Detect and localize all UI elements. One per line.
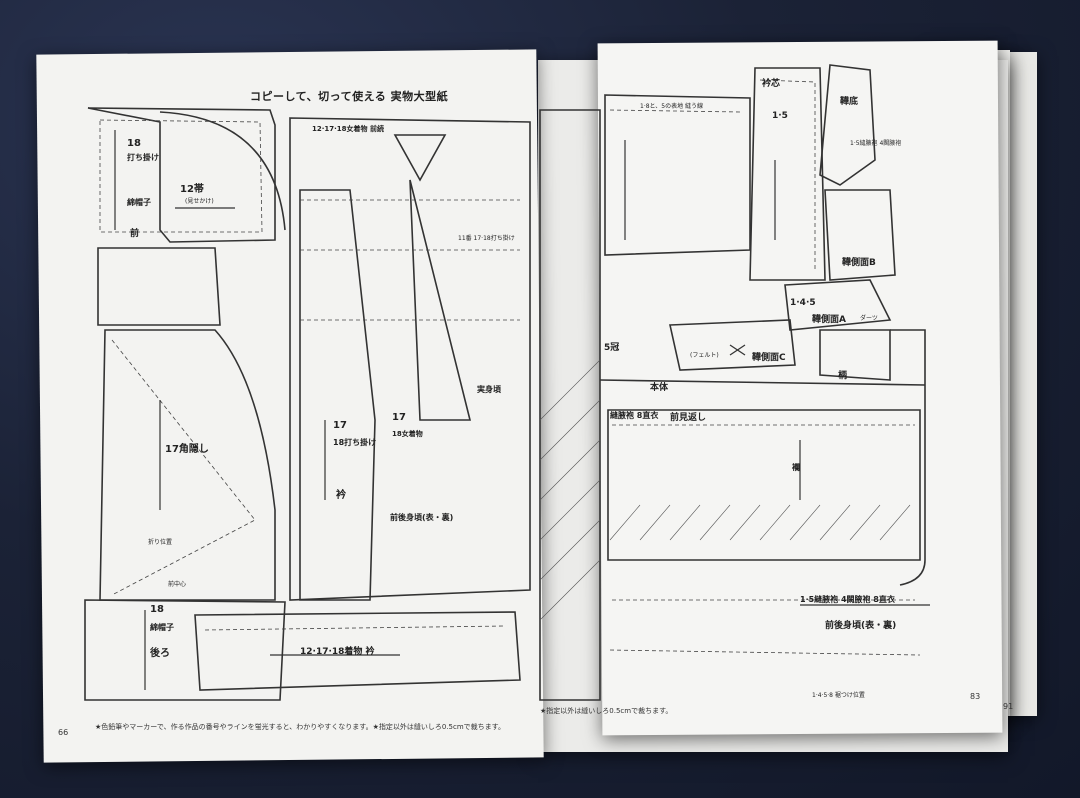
kimono-top-label: 12·17·18女着物 前続 xyxy=(312,124,384,133)
boshi-back-num: 18 xyxy=(150,604,164,615)
jitsumigoro-label: 実身頃 xyxy=(477,384,502,394)
eri-top-label: 衿芯 xyxy=(762,77,780,89)
boshi-front-c: 前 xyxy=(130,227,139,239)
eri-shin-piece xyxy=(749,67,826,281)
top-line-label: 1·8と、5の表地 縫う線 xyxy=(640,102,703,110)
left-footer-note: ★色鉛筆やマーカーで、作る作品の番号やラインを蛍光すると、わかりやすくなります。… xyxy=(95,723,505,731)
right-footer-note: ★指定以外は縫いしろ0.5cmで裁ちます。 xyxy=(540,707,673,715)
ran-label: 襴 xyxy=(791,462,800,472)
triangle-top xyxy=(393,134,447,182)
boshi-front-b: 綿帽子 xyxy=(127,197,151,207)
kutsugawa-a xyxy=(784,279,892,331)
eri-b: 衿 xyxy=(336,488,346,501)
kakuboshi-label: 17角隠し xyxy=(165,442,209,455)
boshi-front-num: 18 xyxy=(127,138,141,149)
kutsuzoko-label: 鞾底 xyxy=(840,95,858,107)
tsuka-label: 柄 xyxy=(838,369,847,381)
tsuka-piece xyxy=(819,329,891,381)
obi-label: 12帯 xyxy=(180,182,204,195)
obi-piece xyxy=(97,247,221,326)
hontai-line xyxy=(599,379,926,386)
right-strip xyxy=(539,109,601,701)
kutsuzoko-nums: 1·5縫腋袍 4闕腋袍 xyxy=(850,139,901,147)
mibogoro-c: 前後身頃(表・裏) xyxy=(390,512,453,522)
boshi-front-piece xyxy=(87,107,276,243)
dart-label: ダーツ xyxy=(860,314,878,322)
hontai-label: 本体 xyxy=(650,381,669,393)
kutsugawa-a-label: 鞾側面A xyxy=(812,313,846,325)
kimono-body-piece xyxy=(289,117,531,601)
boshi-back-b: 後ろ xyxy=(150,646,170,659)
right-page-number: 83 xyxy=(970,692,981,701)
kakuboshi-piece xyxy=(99,329,276,601)
kutsugawa-c xyxy=(669,319,796,371)
eri-num: 17 xyxy=(333,420,347,431)
mibogoro-b: 18女着物 xyxy=(392,429,423,438)
bottom-nums-label: 1·5縫腋袍 4闕腋袍 8直衣 xyxy=(800,594,895,604)
kanmuri-label: 5冠 xyxy=(604,342,619,353)
felt-label: (フェルト) xyxy=(690,352,719,359)
houe-label: 縫腋袍 8直衣 xyxy=(610,410,658,420)
triangle-bottom xyxy=(409,179,472,421)
eri-a: 18打ち掛け xyxy=(333,437,376,447)
collar-bottom-label: 12·17·18着物 衿 xyxy=(300,645,375,657)
top-piece xyxy=(604,94,751,256)
collar-strip xyxy=(194,611,521,691)
boshi-front-a: 打ち掛け xyxy=(127,152,159,162)
kutsuzoko-piece xyxy=(819,64,876,186)
nums-145-label: 1·4·5 xyxy=(790,298,816,308)
bottom-line-label: 1·4·5·8 裾つけ位置 xyxy=(812,691,865,699)
eri-num-label: 1·5 xyxy=(772,111,788,121)
maemikaeshi-label: 前見返し xyxy=(670,411,706,423)
kutsugawa-c-label: 鞾側面C xyxy=(752,351,786,363)
left-page-number: 66 xyxy=(58,728,69,737)
obi-sub: (見せかけ) xyxy=(185,198,214,205)
ori-label: 折り位置 xyxy=(148,538,172,546)
eri-piece xyxy=(299,189,376,601)
sleeve-nums: 11番 17·18打ち掛け xyxy=(458,234,515,242)
page-title: コピーして、切って使える 実物大型紙 xyxy=(250,90,449,103)
kutsugawa-b-label: 鞾側面B xyxy=(842,256,876,268)
front-center-label: 前中心 xyxy=(168,580,186,588)
right-curve xyxy=(890,329,926,586)
curve xyxy=(159,111,286,231)
next-page-number: 91 xyxy=(1003,702,1014,711)
mibogoro-right-label: 前後身頃(表・裏) xyxy=(825,619,896,631)
body-piece xyxy=(607,409,921,561)
boshi-back-piece xyxy=(84,599,286,701)
mibogoro-a: 17 xyxy=(392,412,406,423)
boshi-back-a: 綿帽子 xyxy=(150,622,174,632)
kutsugawa-b xyxy=(824,189,896,281)
